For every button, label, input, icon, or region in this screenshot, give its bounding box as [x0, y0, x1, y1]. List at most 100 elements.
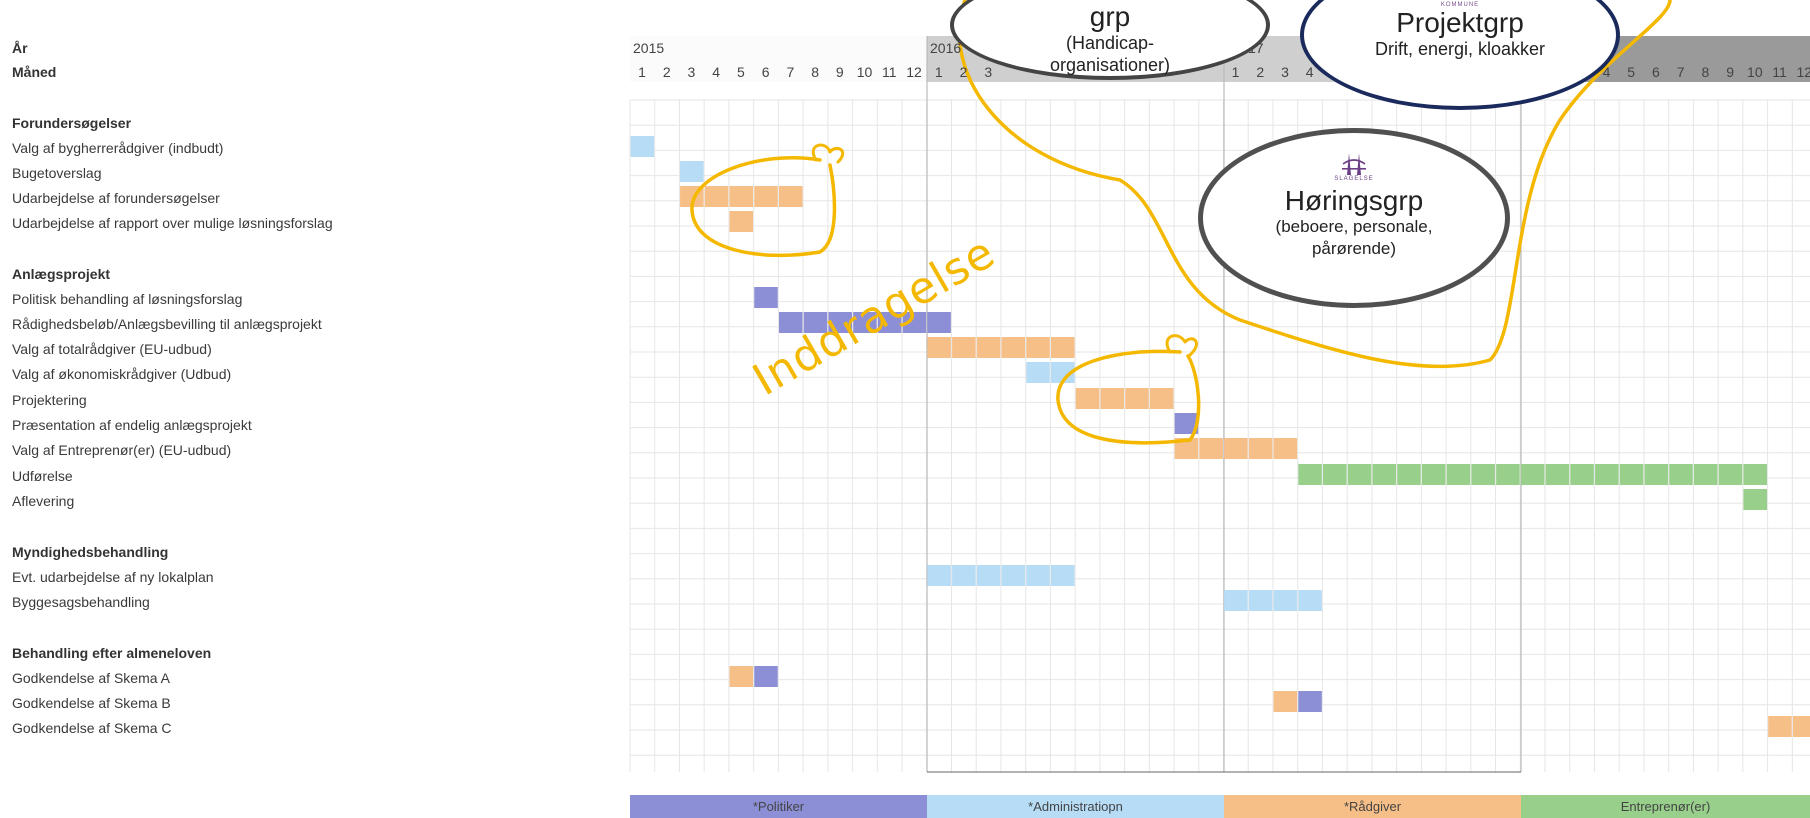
gantt-bar-cell: [778, 312, 803, 333]
legend-raadgiver: *Rådgiver: [1224, 795, 1521, 818]
gantt-bar-cell: [1273, 590, 1298, 611]
gantt-bar-cell: [1273, 438, 1298, 459]
task-label: Evt. udarbejdelse af ny lokalplan: [12, 569, 214, 585]
year-label: 2016: [930, 40, 962, 56]
gantt-bar-cell: [803, 312, 828, 333]
gantt-bar-cell: [1693, 464, 1718, 485]
kommune-logo-text: KOMMUNE: [1440, 2, 1480, 8]
slagelse-logo-icon: [1342, 153, 1366, 175]
task-label: Rådighedsbeløb/Anlægsbevilling til anlæg…: [12, 316, 322, 332]
legend-administration: *Administratiopn: [927, 795, 1224, 818]
gantt-bar-cell: [754, 186, 778, 207]
slagelse-logo-text: SLAGELSE: [1334, 176, 1374, 182]
gantt-bar-cell: [729, 186, 754, 207]
month-label: 4: [1602, 64, 1611, 80]
month-label: 8: [1701, 64, 1710, 80]
month-label: 9: [835, 64, 844, 80]
gantt-bar-cell: [927, 312, 951, 333]
section-title-anlaegsprojekt: Anlægsprojekt: [12, 266, 111, 282]
month-label: 12: [1796, 64, 1810, 80]
gantt-bar-cell: [1323, 464, 1347, 485]
gantt-bar-cell: [1471, 464, 1495, 485]
gantt-bar-cell: [778, 186, 803, 207]
gantt-bar-cell: [1174, 438, 1199, 459]
bubble-title: grp: [1089, 1, 1131, 32]
gantt-bar-cell: [877, 312, 902, 333]
annotation-loop-mid: [1056, 349, 1201, 445]
month-label: 2: [1256, 64, 1265, 80]
gantt-bar-cell: [1224, 590, 1248, 611]
month-row-label: Måned: [12, 64, 57, 80]
year-label: 2015: [633, 40, 665, 56]
gantt-bar-cell: [680, 161, 704, 182]
gantt-bar-cell: [1051, 337, 1075, 358]
month-label: 11: [882, 64, 897, 80]
gantt-bar-cell: [1397, 464, 1421, 485]
month-label: 12: [906, 64, 922, 80]
task-label: Godkendelse af Skema C: [12, 720, 172, 736]
month-label: 3: [984, 64, 993, 80]
gantt-bar-cell: [1125, 388, 1149, 409]
gantt-bar-cell: [704, 186, 729, 207]
gantt-bar-cell: [1051, 565, 1075, 586]
bubble-subtitle: (beboere, personale, pårørende): [1275, 217, 1433, 258]
gantt-bar-cell: [1372, 464, 1397, 485]
section-title-forundersoegelser: Forundersøgelser: [12, 115, 132, 131]
month-label: 6: [1652, 64, 1660, 80]
task-label: Byggesagsbehandling: [12, 594, 150, 610]
month-label: 7: [1676, 64, 1685, 80]
bubble-title: Projektgrp: [1396, 7, 1524, 38]
month-label: 8: [811, 64, 819, 80]
gantt-bar-cell: [1001, 565, 1026, 586]
bubble-subtitle: Drift, energi, kloakker: [1374, 39, 1546, 59]
task-label: Aflevering: [12, 493, 75, 509]
gantt-bar-cell: [976, 565, 1001, 586]
section-title-almeneloven: Behandling efter almeneloven: [12, 645, 212, 661]
task-label: Valg af totalrådgiver (EU-udbud): [12, 341, 212, 357]
bubble-title: Høringsgrp: [1284, 185, 1424, 216]
handicap-group-bubble: grp (Handicap- organisationer): [950, 0, 1270, 80]
task-label: Projektering: [12, 392, 87, 408]
gantt-bar-cell: [1421, 464, 1446, 485]
gantt-bar-cell: [927, 337, 951, 358]
gantt-bar-cell: [1520, 464, 1545, 485]
task-label: Præsentation af endelig anlægsprojekt: [12, 417, 252, 433]
task-label: Godkendelse af Skema A: [12, 670, 170, 686]
gantt-bar-cell: [1644, 464, 1669, 485]
month-label: 1: [638, 64, 646, 80]
task-label: Udarbejdelse af forundersøgelser: [12, 190, 220, 206]
gantt-bar-cell: [1743, 464, 1767, 485]
header-band-2015: [630, 36, 927, 82]
gantt-bar-cell: [1075, 388, 1100, 409]
gantt-bar-cell: [1446, 464, 1471, 485]
annotation-knot-left: [811, 143, 845, 164]
gantt-bar-cell: [1248, 438, 1273, 459]
task-label: Udarbejdelse af rapport over mulige løsn…: [12, 215, 333, 231]
task-label: Valg af bygherrerådgiver (indbudt): [12, 140, 224, 156]
gantt-bar-cell: [1298, 590, 1322, 611]
gantt-bar-cell: [828, 312, 852, 333]
gantt-bar-cell: [1595, 464, 1619, 485]
month-label: 3: [1281, 64, 1289, 80]
month-label: 3: [687, 64, 696, 80]
month-label: 10: [1747, 64, 1763, 80]
task-label: Udførelse: [12, 468, 73, 484]
gantt-bar-cell: [976, 337, 1001, 358]
month-label: 2: [959, 64, 968, 80]
month-label: 9: [1726, 64, 1734, 80]
month-label: 5: [1627, 64, 1636, 80]
gantt-bar-cell: [927, 565, 951, 586]
gantt-bar-cell: [1718, 464, 1743, 485]
task-label: Bugetoverslag: [12, 165, 102, 181]
gantt-bar-cell: [1149, 388, 1174, 409]
gantt-bar-cell: [1199, 438, 1223, 459]
gantt-bar-cell: [1174, 413, 1199, 434]
task-label: Valg af Entreprenør(er) (EU-udbud): [12, 442, 232, 458]
section-title-myndighedsbehandling: Myndighedsbehandling: [12, 544, 169, 560]
gantt-bar-cell: [1026, 337, 1050, 358]
legend-politiker: *Politiker: [630, 795, 927, 818]
gantt-bar-cell: [1298, 691, 1322, 712]
gantt-bar-cell: [1248, 590, 1273, 611]
month-label: 11: [1772, 64, 1787, 80]
gantt-bar-cell: [729, 666, 754, 687]
